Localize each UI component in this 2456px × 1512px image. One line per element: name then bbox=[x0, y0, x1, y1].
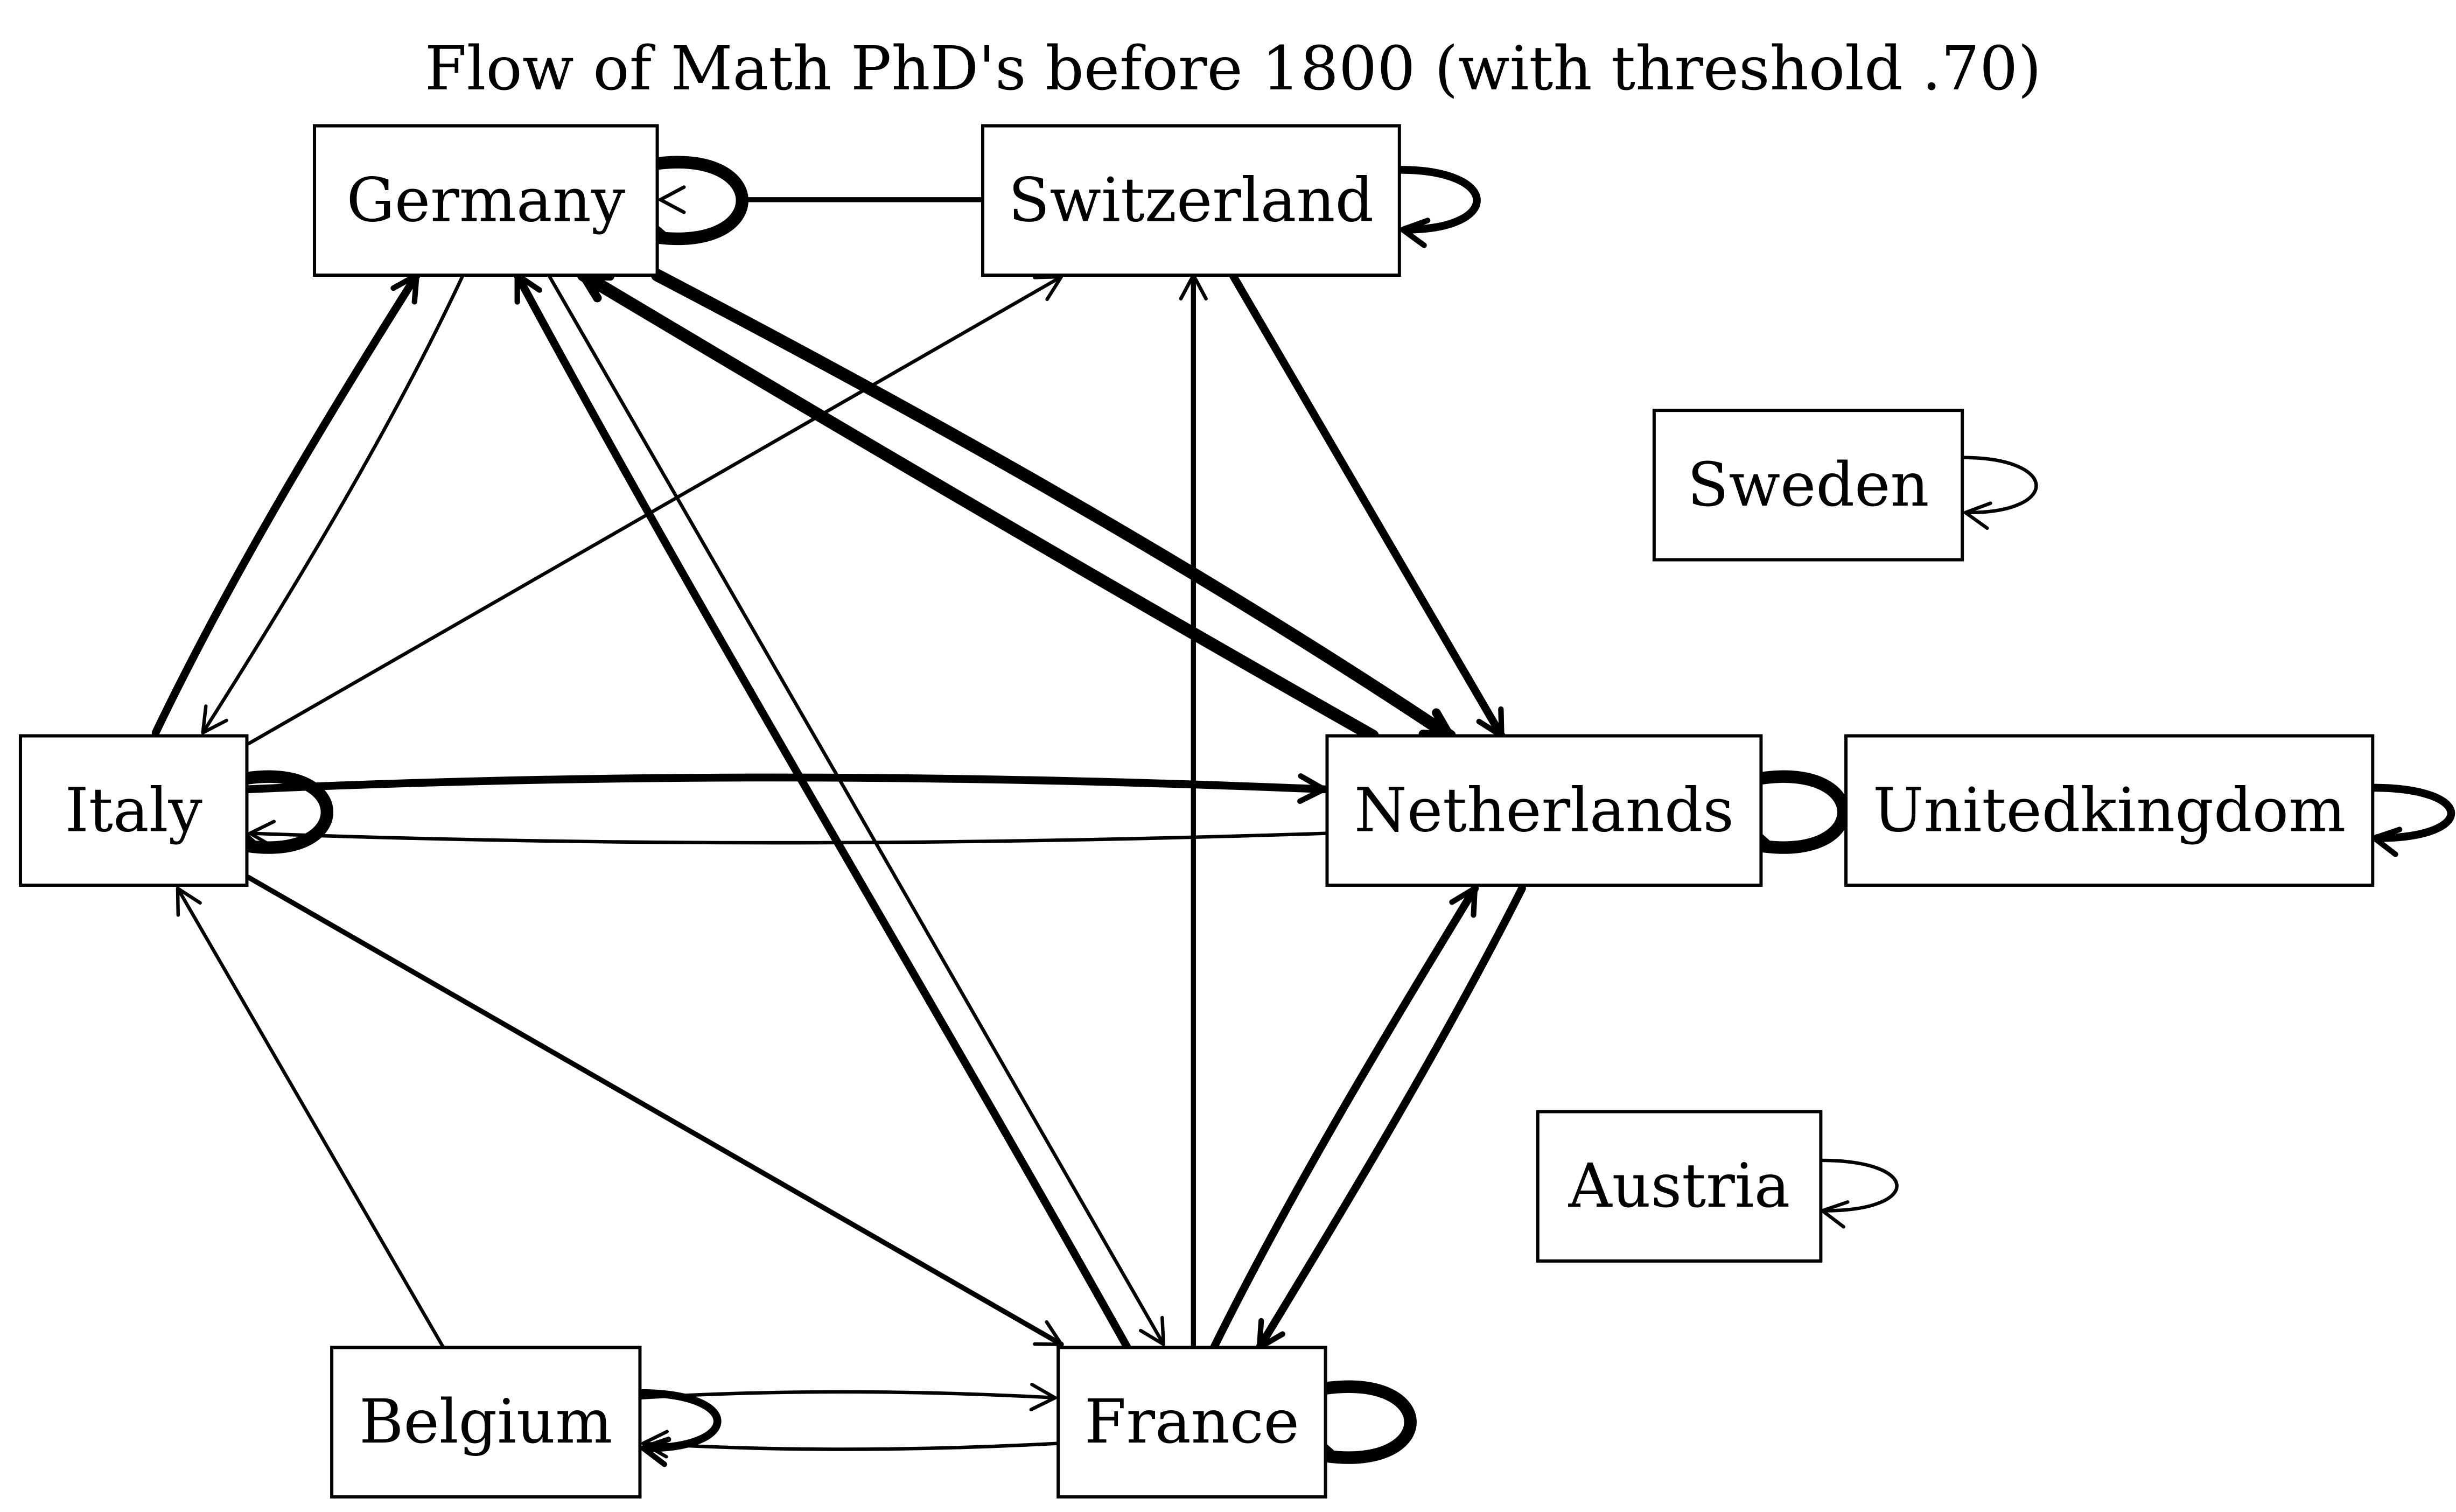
node-box bbox=[18, 734, 249, 887]
node-italy: Italy bbox=[18, 734, 249, 887]
arrowhead bbox=[1400, 218, 1431, 248]
node-germany: Germany bbox=[313, 124, 659, 277]
edge-line bbox=[641, 1441, 1060, 1451]
edge-line bbox=[151, 271, 421, 737]
node-label: Netherlands bbox=[1354, 775, 1734, 845]
edge-sweden-to-sweden bbox=[1960, 456, 2038, 530]
node-label: Italy bbox=[65, 775, 202, 845]
node-unitedkingdom: Unitedkingdom bbox=[1844, 734, 2375, 887]
edge-switzerland-to-switzerland bbox=[1395, 166, 1481, 248]
node-label: Belgium bbox=[359, 1387, 612, 1457]
node-switzerland: Switzerland bbox=[981, 124, 1401, 277]
edge-line bbox=[513, 271, 1131, 1352]
edge-line bbox=[2368, 783, 2455, 842]
edge-italy-to-france bbox=[246, 874, 1064, 1347]
node-label: Sweden bbox=[1688, 450, 1929, 520]
edge-line bbox=[577, 269, 1379, 743]
node-netherlands: Netherlands bbox=[1325, 734, 1763, 887]
edge-line bbox=[638, 1390, 1057, 1400]
node-label: Austria bbox=[1568, 1151, 1790, 1221]
node-box bbox=[1056, 1346, 1327, 1499]
edge-line bbox=[1395, 166, 1481, 234]
edge-line bbox=[246, 874, 1064, 1347]
edge-germany-to-france bbox=[547, 273, 1166, 1346]
node-austria: Austria bbox=[1536, 1110, 1823, 1263]
edge-line bbox=[176, 886, 445, 1349]
edge-line bbox=[240, 770, 333, 854]
edge-line bbox=[1960, 456, 2038, 515]
edge-line bbox=[1319, 1380, 1417, 1464]
node-france: France bbox=[1056, 1346, 1327, 1499]
edge-line bbox=[201, 275, 464, 734]
arrowhead bbox=[176, 886, 202, 917]
node-label: Unitedkingdom bbox=[1873, 775, 2346, 845]
arrowhead bbox=[1033, 1320, 1063, 1346]
node-label: Switzerland bbox=[1009, 165, 1374, 235]
edge-netherlands-to-italy bbox=[248, 820, 1329, 849]
edge-line bbox=[1754, 770, 1850, 854]
arrowhead bbox=[1297, 773, 1327, 804]
node-label: Germany bbox=[346, 165, 625, 235]
edge-line bbox=[1819, 1158, 1899, 1213]
edge-line bbox=[547, 273, 1166, 1346]
edges-layer bbox=[151, 156, 2455, 1467]
arrowhead bbox=[201, 704, 228, 734]
node-box bbox=[1652, 409, 1964, 562]
arrowhead bbox=[641, 1430, 669, 1459]
node-box bbox=[1325, 734, 1763, 887]
diagram-title: Flow of Math PhD's before 1800 (with thr… bbox=[425, 34, 2041, 104]
edge-italy-to-netherlands bbox=[243, 773, 1328, 804]
edge-france-to-belgium bbox=[641, 1430, 1060, 1459]
edge-line bbox=[1255, 884, 1526, 1352]
arrowhead bbox=[1963, 501, 1992, 530]
edge-switzerland-to-germany bbox=[659, 185, 985, 214]
arrowhead bbox=[659, 185, 686, 214]
edge-belgium-to-france bbox=[638, 1382, 1057, 1412]
node-box bbox=[330, 1346, 642, 1499]
arrowhead bbox=[248, 820, 276, 849]
edge-belgium-to-italy bbox=[176, 886, 445, 1349]
edge-line bbox=[1228, 271, 1506, 740]
edge-line bbox=[650, 269, 1456, 743]
arrowhead bbox=[1029, 1382, 1057, 1412]
node-box bbox=[1844, 734, 2375, 887]
edge-line bbox=[1209, 884, 1479, 1352]
edge-germany-to-italy bbox=[201, 275, 464, 734]
edge-line bbox=[248, 831, 1329, 845]
edge-line bbox=[243, 773, 1328, 794]
node-box bbox=[313, 124, 659, 277]
arrowhead bbox=[1139, 1315, 1166, 1346]
edge-france-to-netherlands bbox=[1209, 884, 1479, 1352]
node-box bbox=[1536, 1110, 1823, 1263]
arrowhead bbox=[1449, 885, 1478, 918]
node-belgium: Belgium bbox=[330, 1346, 642, 1499]
edge-line bbox=[247, 275, 1063, 746]
arrowhead bbox=[640, 1437, 671, 1467]
node-box bbox=[981, 124, 1401, 277]
node-label: France bbox=[1084, 1387, 1299, 1457]
node-sweden: Sweden bbox=[1652, 409, 1964, 562]
